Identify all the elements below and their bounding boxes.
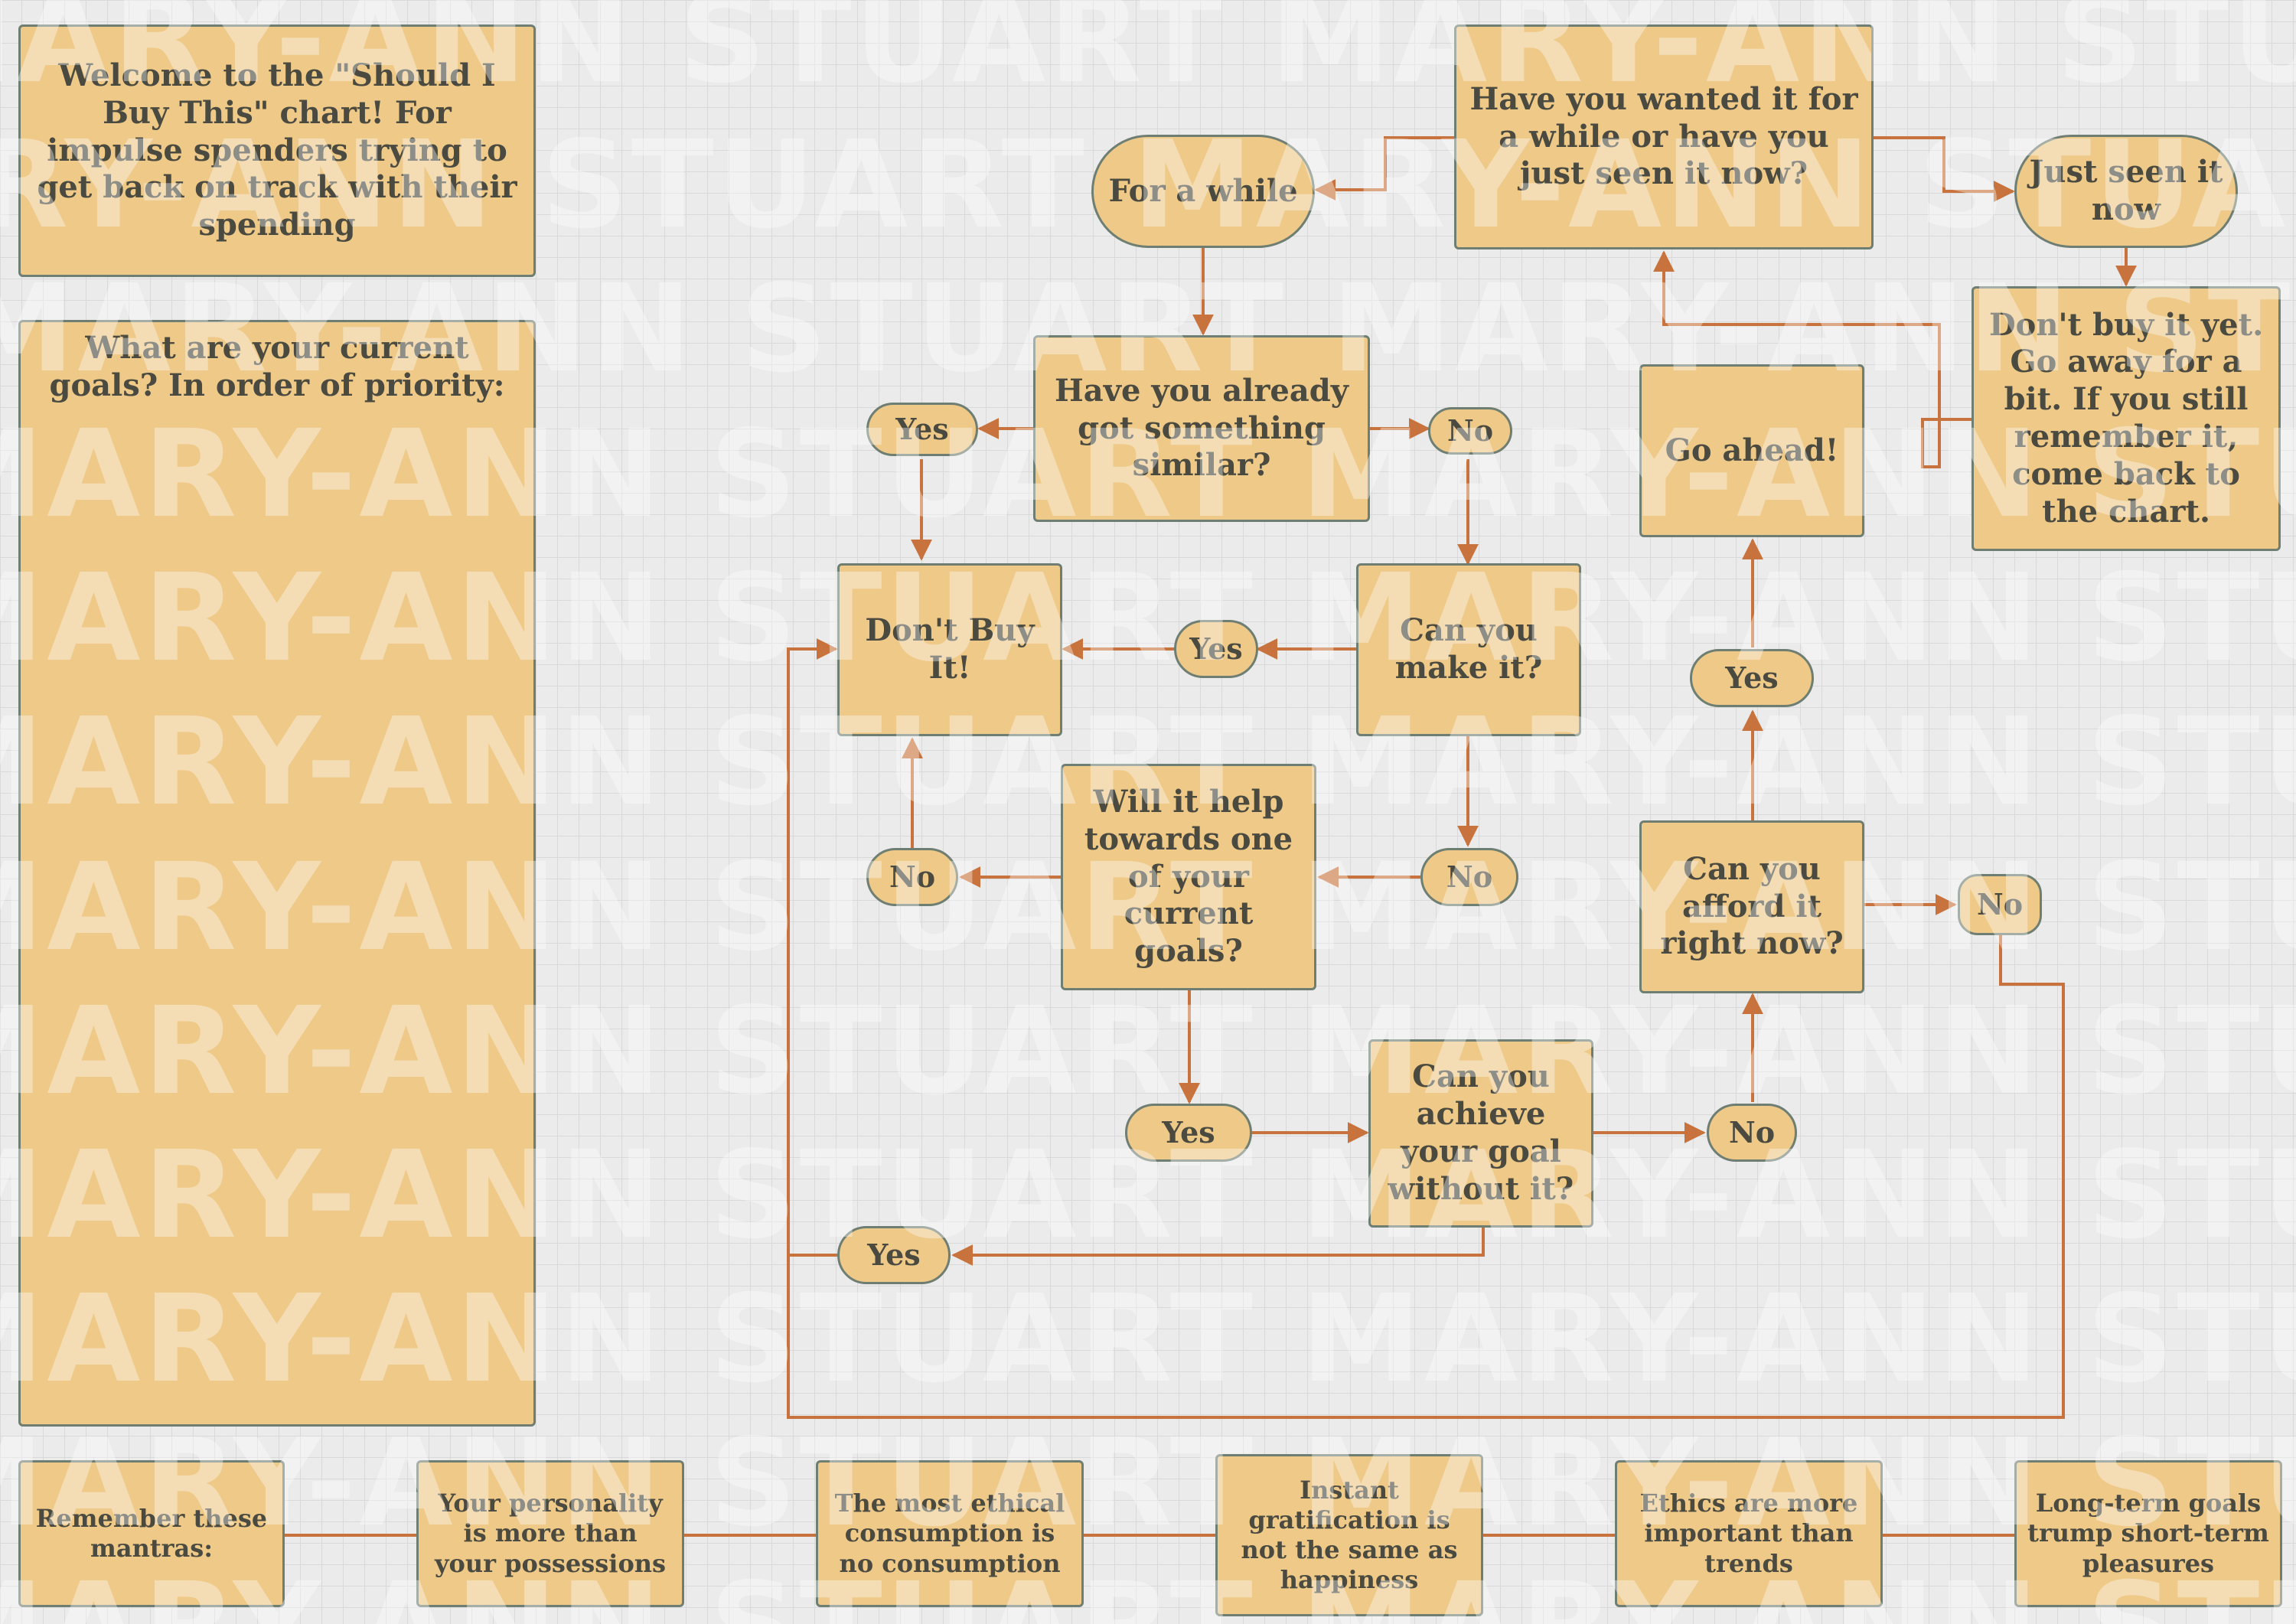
go-ahead-box: Go ahead! — [1639, 364, 1864, 537]
no-similar-text: No — [1446, 413, 1494, 448]
help-goals-question-text: Will it help towards one of your current… — [1084, 784, 1293, 970]
wanted-question-text: Have you wanted it for a while or have y… — [1469, 80, 1858, 192]
mantras-heading-box: Remember these mantras: — [18, 1460, 285, 1607]
just-seen-pill: Just seen it now — [2014, 135, 2238, 248]
similar-question-text: Have you already got something similar? — [1054, 372, 1349, 484]
edge-dontyet-loop — [1653, 250, 1971, 468]
go-ahead-text: Go ahead! — [1665, 432, 1839, 468]
no-afford-pill: No — [1958, 874, 2042, 935]
dont-buy-box: Don't Buy It! — [837, 563, 1062, 736]
dont-buy-text: Don't Buy It! — [865, 612, 1035, 686]
yes-achieve-pill: Yes — [837, 1226, 951, 1284]
mantra-box: Instant gratification is not the same as… — [1215, 1454, 1483, 1616]
make-question-text: Can you make it? — [1394, 612, 1543, 686]
dont-buy-yet-text: Don't buy it yet. Go away for a bit. If … — [1988, 306, 2263, 530]
mantra-text: Your personality is more than your posse… — [434, 1489, 667, 1578]
achieve-question-text: Can you achieve your goal without it? — [1388, 1058, 1574, 1207]
afford-question-text: Can you afford it right now? — [1660, 850, 1844, 962]
intro-box: Welcome to the "Should I Buy This" chart… — [18, 24, 536, 277]
yes-make-text: Yes — [1189, 631, 1243, 666]
no-afford-text: No — [1976, 886, 2024, 921]
similar-question-box: Have you already got something similar? — [1033, 335, 1370, 522]
mantra-box: Ethics are more important than trends — [1615, 1460, 1883, 1607]
mantra-box: Long-term goals trump short-term pleasur… — [2014, 1460, 2282, 1607]
help-goals-question-box: Will it help towards one of your current… — [1061, 764, 1316, 990]
afford-question-box: Can you afford it right now? — [1639, 820, 1864, 993]
mantra-text: Long-term goals trump short-term pleasur… — [2027, 1489, 2269, 1578]
intro-text: Welcome to the "Should I Buy This" chart… — [37, 57, 517, 243]
edge-no-loop-back — [787, 935, 2065, 1419]
goals-prompt: What are your current goals? In order of… — [49, 330, 505, 403]
no-achieve-text: No — [1728, 1114, 1776, 1150]
edge-achieve-to-yes — [951, 1228, 1485, 1266]
make-question-box: Can you make it? — [1356, 563, 1581, 736]
mantra-text: Ethics are more important than trends — [1639, 1489, 1858, 1578]
yes-achieve-text: Yes — [867, 1237, 921, 1272]
edge-wanted-to-just — [1874, 136, 2015, 202]
yes-help-text: Yes — [1162, 1114, 1215, 1150]
wanted-question-box: Have you wanted it for a while or have y… — [1454, 24, 1874, 249]
edge-wanted-to-while — [1314, 136, 1454, 201]
yes-make-pill: Yes — [1174, 620, 1258, 678]
no-achieve-pill: No — [1707, 1104, 1797, 1162]
mantra-text: The most ethical consumption is no consu… — [834, 1489, 1065, 1578]
yes-help-pill: Yes — [1125, 1104, 1252, 1162]
mantra-box: Your personality is more than your posse… — [416, 1460, 684, 1607]
no-help-text: No — [889, 859, 936, 894]
no-make-text: No — [1446, 859, 1493, 894]
yes-afford-text: Yes — [1725, 660, 1779, 695]
mantra-text: Instant gratification is not the same as… — [1241, 1475, 1458, 1595]
no-make-pill: No — [1420, 848, 1518, 906]
just-seen-text: Just seen it now — [2029, 154, 2223, 227]
edge-yes-to-dontbuy-left — [787, 638, 838, 1257]
yes-afford-pill: Yes — [1690, 649, 1814, 707]
mantras-heading-text: Remember these mantras: — [35, 1503, 268, 1563]
no-help-pill: No — [866, 848, 958, 906]
mantra-box: The most ethical consumption is no consu… — [816, 1460, 1084, 1607]
goals-box: What are your current goals? In order of… — [18, 320, 536, 1427]
yes-similar-text: Yes — [895, 411, 949, 446]
achieve-question-box: Can you achieve your goal without it? — [1368, 1039, 1593, 1228]
for-a-while-pill: For a while — [1091, 135, 1315, 248]
for-a-while-text: For a while — [1108, 172, 1298, 209]
no-similar-pill: No — [1428, 407, 1512, 455]
dont-buy-yet-box: Don't buy it yet. Go away for a bit. If … — [1971, 286, 2281, 551]
yes-similar-pill: Yes — [866, 403, 978, 456]
